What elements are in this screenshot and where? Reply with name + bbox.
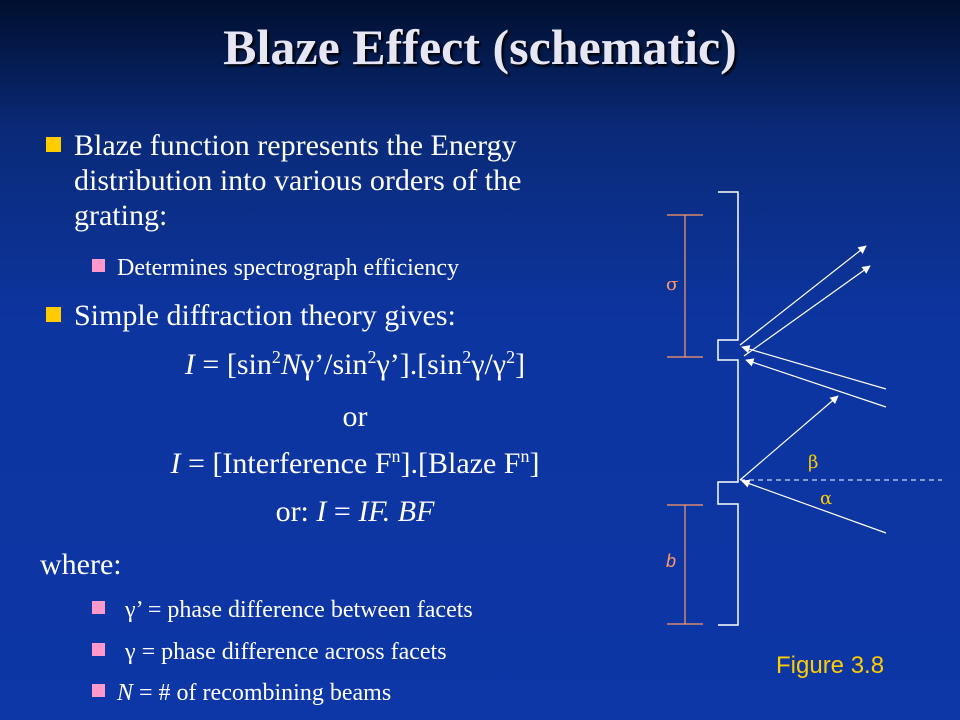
equation-short-form: or: I = IF. BF xyxy=(275,495,435,528)
sub-bullet-efficiency: Determines spectrograph efficiency xyxy=(92,253,459,283)
outgoing-ray xyxy=(743,265,871,357)
definition-text: = phase difference between facets xyxy=(141,597,473,623)
symbol: N xyxy=(117,680,134,706)
alpha-label: α xyxy=(820,488,832,509)
beta-label: β xyxy=(808,452,818,473)
grating-profile xyxy=(717,191,739,626)
definition-n: N = # of recombining beams xyxy=(92,678,391,708)
incoming-ray xyxy=(741,345,887,390)
square-bullet-icon xyxy=(92,643,105,656)
sub-bullet-text: Determines spectrograph efficiency xyxy=(117,255,460,281)
square-bullet-icon xyxy=(92,259,105,272)
sigma-label: σ xyxy=(666,274,678,295)
or-text: or xyxy=(342,400,368,433)
slide-title: Blaze Effect (schematic) xyxy=(223,19,737,75)
symbol: γ’ xyxy=(125,597,142,623)
definition-gamma: γ = phase difference across facets xyxy=(92,637,447,667)
outgoing-ray xyxy=(739,245,867,346)
sigma-dimension xyxy=(667,214,703,358)
square-bullet-icon xyxy=(46,137,61,152)
bullet-blaze-function: Blaze function represents the Energy dis… xyxy=(46,128,521,233)
bullet-diffraction-theory: Simple diffraction theory gives: xyxy=(46,298,456,333)
square-bullet-icon xyxy=(92,601,105,614)
b-dimension xyxy=(667,504,703,625)
definition-text: = phase difference across facets xyxy=(135,639,447,665)
symbol: γ xyxy=(125,639,136,665)
incoming-ray xyxy=(745,358,887,408)
where-label: where: xyxy=(40,548,122,581)
incoming-ray xyxy=(741,479,887,534)
definition-gamma-prime: γ’ = phase difference between facets xyxy=(92,595,473,625)
equation-intensity: I = [sin2Nγ’/sin2γ’].[sin2γ/γ2] xyxy=(184,347,526,381)
figure-label: Figure 3.8 xyxy=(776,652,885,679)
outgoing-ray xyxy=(739,395,839,481)
equation-interference-blaze: I = [Interference Fn].[Blaze Fn] xyxy=(170,446,540,480)
bullet-line-3: grating: xyxy=(74,199,168,232)
bullet-line-2: distribution into various orders of the xyxy=(74,164,522,197)
square-bullet-icon xyxy=(92,684,105,697)
b-label: b xyxy=(666,551,676,571)
definition-text: = # of recombining beams xyxy=(133,680,392,706)
square-bullet-icon xyxy=(46,307,61,322)
bullet-text: Simple diffraction theory gives: xyxy=(74,299,456,332)
bullet-line-1: Blaze function represents the Energy xyxy=(74,129,517,162)
